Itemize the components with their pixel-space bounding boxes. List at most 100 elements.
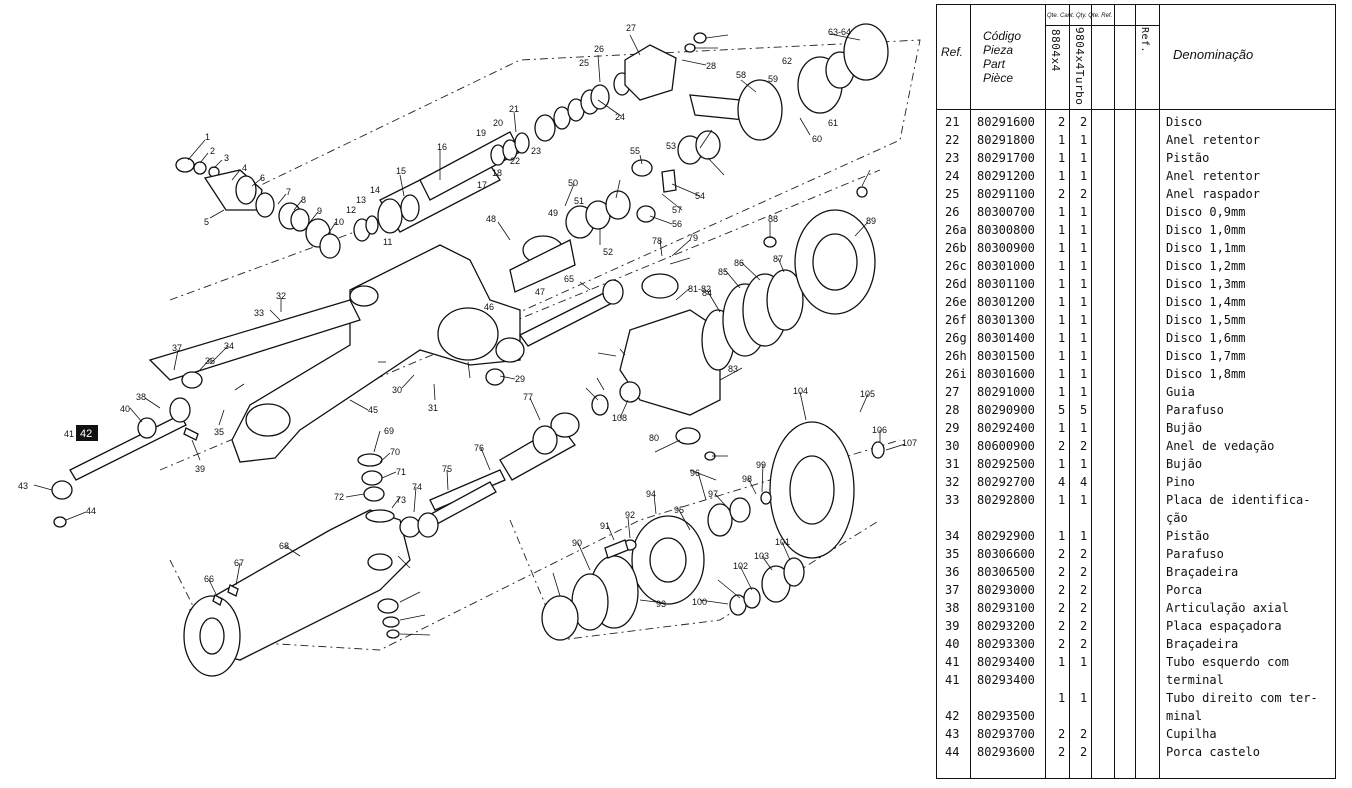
callout-label: 22: [510, 156, 520, 166]
qty-divider: [1045, 25, 1159, 26]
callout-label: 76: [474, 443, 484, 453]
callout-label: 58: [736, 70, 746, 80]
callout-labels: 1 2 3 4 5 6 7 8 9 10 11 12 13 14 15 16 1…: [18, 23, 917, 609]
callout-label: 59: [768, 74, 778, 84]
header-name: Denominação: [1173, 47, 1254, 62]
callout-label: 21: [509, 104, 519, 114]
steering-cylinder: [353, 32, 707, 242]
callout-label: 106: [872, 425, 887, 435]
assembly-line: [229, 39, 921, 331]
header-ref: Ref.: [941, 45, 964, 59]
axle-housing: [148, 244, 521, 463]
callout-label: 65: [564, 274, 574, 284]
column-divider: [1069, 5, 1070, 778]
callout-label: 16: [437, 142, 447, 152]
column-divider: [1114, 5, 1115, 778]
callout-label: 105: [860, 389, 875, 399]
callout-label: 60: [812, 134, 822, 144]
highlight-box: [76, 425, 98, 441]
callout-label: 62: [782, 56, 792, 66]
callout-label: 41 42: [64, 429, 87, 439]
callout-label: 68: [279, 541, 289, 551]
callout-label: 71: [396, 467, 406, 477]
callout-label: 90: [572, 538, 582, 548]
column-divider: [1159, 5, 1160, 778]
axle-drawing: 1 2 3 4 5 6 7 8 9 10 11 12 13 14 15 16 1…: [18, 23, 921, 677]
callout-label: 61: [828, 118, 838, 128]
callout-label: 15: [396, 166, 406, 176]
callout-label: 108: [612, 413, 627, 423]
callout-label: 66: [204, 574, 214, 584]
callout-label: 83: [728, 364, 738, 374]
column-divider: [1135, 5, 1136, 778]
callout-label: 89: [866, 216, 876, 226]
exploded-axle-diagram: 1 2 3 4 5 6 7 8 9 10 11 12 13 14 15 16 1…: [18, 23, 921, 677]
callout-label: 86: [734, 258, 744, 268]
callout-label: 32: [276, 291, 286, 301]
callout-label: 52: [603, 247, 613, 257]
callout-label: 100: [692, 597, 707, 607]
callout-label: 49: [548, 208, 558, 218]
callout-label: 77: [523, 392, 533, 402]
callout-label: 88: [768, 214, 778, 224]
callout-label: 95: [674, 505, 684, 515]
callout-label: 56: [672, 219, 682, 229]
callout-label: 98: [742, 474, 752, 484]
parts-table: Ref. Código Pieza Part Pièce Qte. Cant. …: [936, 4, 1336, 779]
callout-label: 96: [690, 468, 700, 478]
callout-label: 3: [224, 153, 229, 163]
callout-label: 39: [195, 464, 205, 474]
callout-label: 101: [775, 537, 790, 547]
callout-label: 63-64: [828, 27, 851, 37]
callout-label: 55: [630, 146, 640, 156]
callout-label: 44: [86, 506, 96, 516]
lower-axle-housing: [183, 453, 421, 677]
callout-label: 72: [334, 492, 344, 502]
callout-label: 93: [656, 599, 666, 609]
callout-label: 33: [254, 308, 264, 318]
callout-label: 69: [384, 426, 394, 436]
callout-label: 74: [412, 482, 422, 492]
callout-label: 13: [356, 195, 366, 205]
callout-label: 53: [666, 141, 676, 151]
callout-label: 97: [708, 489, 718, 499]
callout-label: 73: [396, 495, 406, 505]
callout-label: 12: [346, 205, 356, 215]
callout-label: 25: [579, 58, 589, 68]
callout-label: 6: [260, 173, 265, 183]
wheel-hub: [541, 421, 885, 641]
callout-label: 1: [205, 132, 210, 142]
callout-label: 2: [210, 146, 215, 156]
highlight-label: 42: [80, 428, 92, 440]
header-code: Código Pieza Part Pièce: [983, 29, 1022, 85]
callout-label: 29: [515, 374, 525, 384]
callout-label: 92: [625, 510, 635, 520]
callout-label: 78: [652, 236, 662, 246]
callout-label: 31: [428, 403, 438, 413]
column-divider: [970, 5, 971, 778]
callout-label: 107: [902, 438, 917, 448]
callout-label: 84: [702, 288, 712, 298]
callout-label: 26: [594, 44, 604, 54]
callout-label: 67: [234, 558, 244, 568]
